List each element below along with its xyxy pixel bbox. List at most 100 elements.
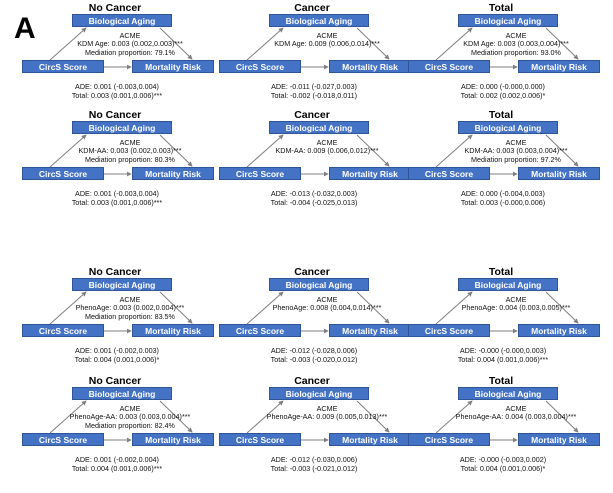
acme-label: ACME (119, 295, 141, 304)
acme-label: ACME (505, 404, 527, 413)
mediation-proportion-text: Mediation proportion: 97.2% (471, 154, 561, 164)
total-effect-text: Total: 0.003 (-0.000,0.006) (460, 198, 546, 207)
circs-score-box: CircS Score (408, 324, 490, 337)
mortality-risk-box: Mortality Risk (132, 433, 214, 446)
panel-title: Cancer (294, 109, 330, 121)
panel-title: No Cancer (88, 266, 142, 278)
mediation-proportion-text: Mediation proportion: 82.4% (85, 420, 175, 430)
total-effect-text: Total: 0.004 (0.001,0.006)* (74, 355, 160, 364)
panel-letter-a: A (14, 12, 36, 45)
mediation-proportion-text: Mediation proportion: 83.5% (85, 311, 175, 321)
direct-effect-block: ADE: 0.001 (-0.002,0.003) Total: 0.004 (… (24, 346, 210, 364)
total-effect-text: Total: -0.003 (-0.021,0.012) (270, 464, 358, 473)
mortality-risk-box: Mortality Risk (518, 433, 600, 446)
panel-title: No Cancer (88, 375, 142, 387)
biological-aging-box: Biological Aging (458, 121, 558, 134)
mediation-arrows (435, 291, 579, 334)
ade-text: ADE: -0.000 (-0.000,0.003) (459, 346, 547, 355)
ade-text: ADE: 0.001 (-0.002,0.003) (75, 346, 159, 355)
mediation-arrows (246, 27, 390, 70)
arrow-aging-to-mortality (159, 291, 193, 324)
circs-score-box: CircS Score (22, 433, 104, 446)
total-effect-text: Total: -0.003 (-0.020,0.012) (270, 355, 358, 364)
direct-effect-block: ADE: -0.013 (-0.032,0.003) Total: -0.004… (221, 189, 407, 207)
mediation-panel: Cancer Biological Aging CircS Score Mort… (217, 2, 411, 112)
acme-text-block: ACME PhenoAge-AA: 0.004 (0.003,0.004)*** (436, 404, 596, 422)
panel-title: Cancer (294, 266, 330, 278)
indirect-effect-text: PhenoAge: 0.003 (0.002,0.004)*** (75, 303, 185, 313)
acme-text-block: ACME PhenoAge: 0.004 (0.003,0.005)*** (436, 295, 596, 313)
arrow-circs-to-aging (246, 400, 284, 434)
direct-effect-block: ADE: -0.011 (-0.027,0.003) Total: -0.002… (221, 82, 407, 100)
mortality-risk-box: Mortality Risk (518, 324, 600, 337)
acme-text-block: ACME PhenoAge-AA: 0.003 (0.003,0.004)***… (50, 404, 210, 430)
circs-score-box: CircS Score (219, 324, 301, 337)
mortality-risk-box: Mortality Risk (518, 167, 600, 180)
circs-score-box: CircS Score (219, 60, 301, 73)
panel-title: Cancer (294, 2, 330, 14)
mediation-arrows (435, 27, 579, 70)
mediation-panel: Total Biological Aging CircS Score Morta… (406, 109, 600, 219)
total-effect-text: Total: -0.002 (-0.018,0.011) (270, 91, 358, 100)
mediation-arrows (49, 400, 193, 443)
total-effect-text: Total: 0.002 (0.002,0.006)* (460, 91, 546, 100)
mediation-panel: No Cancer Biological Aging CircS Score M… (20, 266, 214, 376)
mediation-proportion-text: Mediation proportion: 79.1% (85, 47, 175, 57)
biological-aging-box: Biological Aging (72, 278, 172, 291)
mediation-panel: Total Biological Aging CircS Score Morta… (406, 266, 600, 376)
biological-aging-box: Biological Aging (269, 278, 369, 291)
ade-text: ADE: -0.011 (-0.027,0.003) (271, 82, 357, 91)
mortality-risk-box: Mortality Risk (329, 60, 411, 73)
ade-text: ADE: 0.000 (-0.000,0.000) (461, 82, 545, 91)
acme-label: ACME (119, 31, 141, 40)
panel-title: Total (488, 2, 514, 14)
acme-text-block: ACME KDM-AA: 0.003 (0.003,0.004)*** Medi… (436, 138, 596, 164)
acme-label: ACME (316, 295, 338, 304)
arrow-aging-to-mortality (356, 291, 390, 324)
arrow-circs-to-aging (49, 291, 87, 325)
mediation-panel: Cancer Biological Aging CircS Score Mort… (217, 266, 411, 376)
mediation-arrows (246, 291, 390, 334)
acme-label: ACME (505, 31, 527, 40)
indirect-effect-text: KDM-AA: 0.009 (0.006,0.012)*** (275, 146, 379, 156)
mortality-risk-box: Mortality Risk (132, 167, 214, 180)
indirect-effect-text: PhenoAge-AA: 0.004 (0.003,0.004)*** (455, 412, 577, 422)
acme-text-block: ACME PhenoAge-AA: 0.009 (0.005,0.013)*** (247, 404, 407, 422)
mediation-panel: No Cancer Biological Aging CircS Score M… (20, 375, 214, 485)
arrow-aging-to-mortality (545, 27, 579, 60)
arrow-circs-to-aging (435, 134, 473, 168)
arrow-circs-to-aging (246, 27, 284, 61)
indirect-effect-text: PhenoAge-AA: 0.009 (0.005,0.013)*** (266, 412, 388, 422)
mediation-arrows (49, 291, 193, 334)
mediation-proportion-text: Mediation proportion: 80.3% (85, 154, 175, 164)
arrow-circs-to-aging (246, 291, 284, 325)
direct-effect-block: ADE: -0.000 (-0.000,0.003) Total: 0.004 … (410, 346, 596, 364)
mediation-proportion-text: Mediation proportion: 93.0% (471, 47, 561, 57)
mediation-panel: Cancer Biological Aging CircS Score Mort… (217, 375, 411, 485)
direct-effect-block: ADE: -0.012 (-0.030,0.006) Total: -0.003… (221, 455, 407, 473)
total-effect-text: Total: -0.004 (-0.025,0.013) (270, 198, 358, 207)
circs-score-box: CircS Score (219, 433, 301, 446)
biological-aging-box: Biological Aging (269, 387, 369, 400)
direct-effect-block: ADE: 0.001 (-0.003,0.004) Total: 0.003 (… (24, 189, 210, 207)
total-effect-text: Total: 0.003 (0.001,0.006)*** (71, 91, 163, 100)
total-effect-text: Total: 0.003 (0.001,0.006)*** (71, 198, 163, 207)
ade-text: ADE: 0.001 (-0.003,0.004) (75, 82, 159, 91)
ade-text: ADE: -0.012 (-0.030,0.006) (270, 455, 358, 464)
biological-aging-box: Biological Aging (72, 121, 172, 134)
panel-title: Cancer (294, 375, 330, 387)
circs-score-box: CircS Score (408, 60, 490, 73)
arrow-circs-to-aging (435, 400, 473, 434)
arrow-aging-to-mortality (159, 134, 193, 167)
total-effect-text: Total: 0.004 (0.001,0.006)*** (71, 464, 163, 473)
direct-effect-block: ADE: 0.000 (-0.004,0.003) Total: 0.003 (… (410, 189, 596, 207)
acme-text-block: ACME PhenoAge: 0.003 (0.002,0.004)*** Me… (50, 295, 210, 321)
acme-text-block: ACME KDM-AA: 0.003 (0.002,0.003)*** Medi… (50, 138, 210, 164)
circs-score-box: CircS Score (22, 60, 104, 73)
mediation-arrows (246, 400, 390, 443)
panel-title: Total (488, 375, 514, 387)
mediation-panel: Cancer Biological Aging CircS Score Mort… (217, 109, 411, 219)
mortality-risk-box: Mortality Risk (518, 60, 600, 73)
direct-effect-block: ADE: 0.001 (-0.002,0.004) Total: 0.004 (… (24, 455, 210, 473)
mediation-panel: Total Biological Aging CircS Score Morta… (406, 375, 600, 485)
